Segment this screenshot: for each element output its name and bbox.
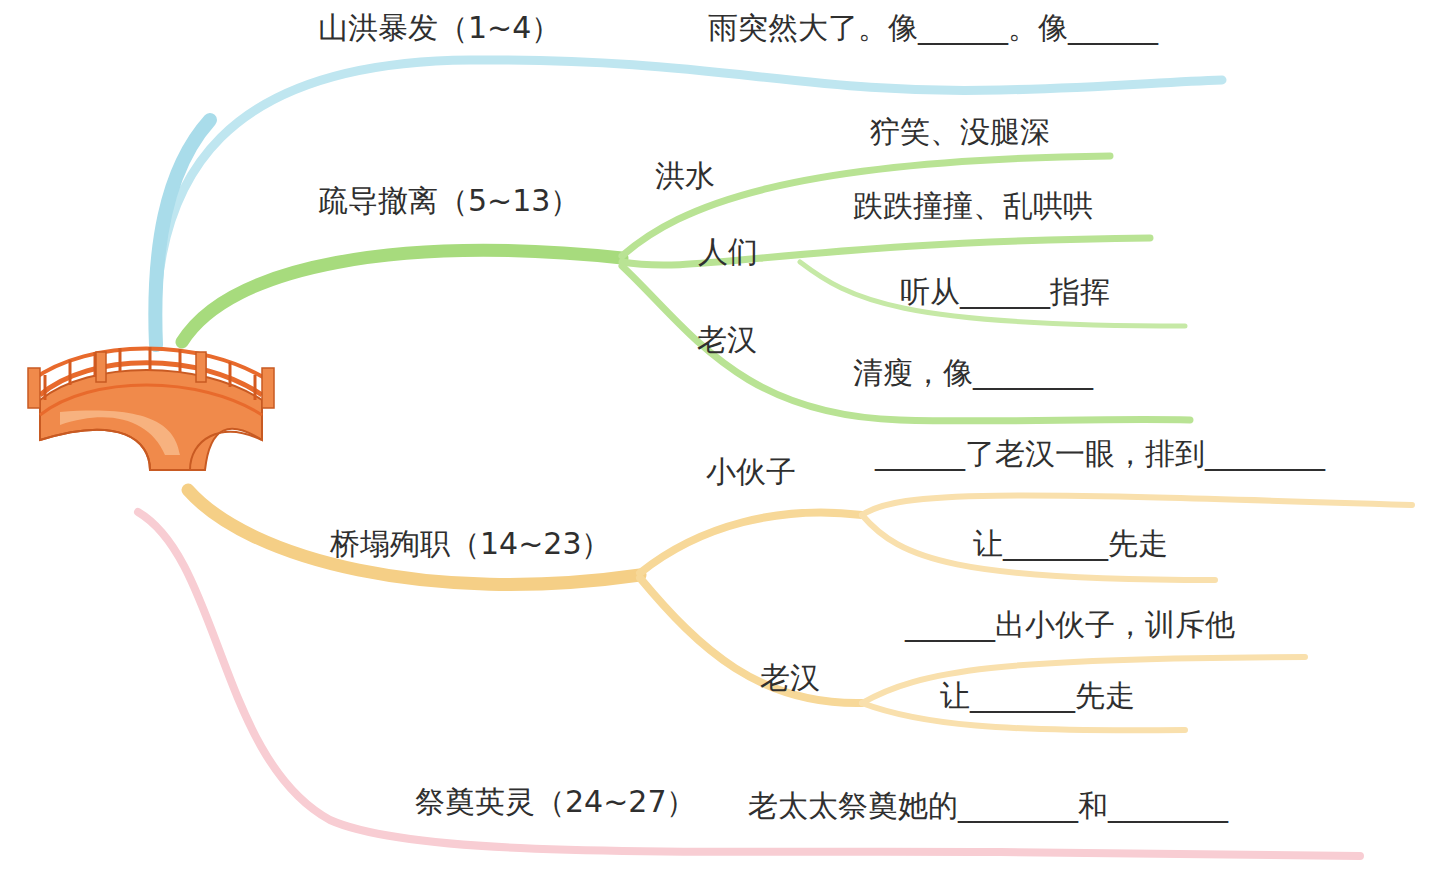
branch-text: ______了老汉一眼，排到________	[875, 436, 1325, 472]
branch-title: 桥塌殉职（14~23）	[330, 526, 611, 562]
branch-text: 狞笑、没腿深	[870, 114, 1050, 150]
branch-green	[182, 156, 1190, 421]
branch-text: 清瘦，像________	[853, 355, 1093, 391]
branch-title: 疏导撤离（5~13）	[318, 183, 580, 219]
bridge-illustration	[28, 347, 274, 470]
sub-branch-label: 人们	[698, 234, 758, 270]
branch-title: 祭奠英灵（24~27）	[415, 784, 696, 820]
branch-text: ______出小伙子，训斥他	[905, 607, 1235, 643]
branch-pink	[138, 512, 1360, 856]
sub-branch-label: 老汉	[697, 322, 757, 358]
branch-text: 让_______先走	[973, 526, 1168, 562]
branch-text: 老太太祭奠她的________和________	[748, 788, 1228, 824]
branch-text: 雨突然大了。像______。像______	[708, 10, 1158, 46]
branch-title: 山洪暴发（1~4）	[318, 10, 561, 46]
branch-yellow	[188, 490, 1412, 730]
branch-text: 让_______先走	[940, 678, 1135, 714]
sub-branch-label: 小伙子	[706, 454, 796, 490]
branch-text: 听从______指挥	[900, 274, 1110, 310]
branch-text: 跌跌撞撞、乱哄哄	[853, 188, 1093, 224]
branch-blue	[155, 60, 1222, 345]
sub-branch-label: 洪水	[655, 158, 715, 194]
sub-branch-label: 老汉	[760, 660, 820, 696]
